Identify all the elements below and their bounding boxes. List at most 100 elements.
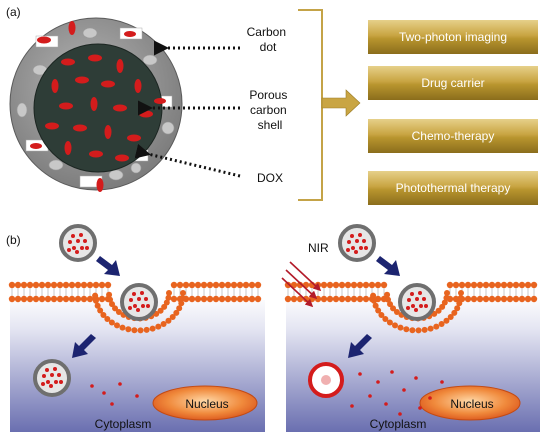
- lipid-head: [104, 315, 111, 322]
- lipid-head: [194, 295, 202, 303]
- lipid-head: [375, 307, 382, 314]
- lipid-head: [20, 295, 28, 303]
- application-bar: [368, 119, 538, 153]
- lipid-head: [338, 281, 346, 289]
- lipid-head: [161, 303, 168, 310]
- dox-dot: [144, 297, 148, 301]
- lipid-head: [326, 295, 334, 303]
- lipid-head: [194, 281, 202, 289]
- lipid-head: [320, 281, 328, 289]
- lipid-head: [56, 281, 64, 289]
- lipid-head: [506, 281, 514, 289]
- dox-dot: [359, 246, 363, 250]
- lipid-head: [457, 295, 464, 302]
- lipid-head: [38, 281, 46, 289]
- nanoparticle-outside-left: [59, 224, 97, 262]
- lipid-head: [451, 309, 458, 316]
- lipid-head: [107, 296, 114, 303]
- lipid-head: [115, 308, 122, 315]
- lipid-head: [218, 281, 226, 289]
- lipid-head: [92, 292, 99, 299]
- dox-dot: [355, 239, 359, 243]
- lipid-head: [494, 281, 502, 289]
- lipid-head: [452, 295, 460, 303]
- lipid-head: [176, 281, 184, 289]
- nir-light-arrows: [281, 261, 322, 308]
- cell-membrane-right: [284, 281, 538, 334]
- lipid-head: [68, 295, 76, 303]
- lipid-head: [180, 290, 186, 296]
- label-carbon-dot-line2: dot: [260, 40, 277, 54]
- lipid-head: [119, 324, 126, 331]
- lipid-head: [165, 317, 172, 324]
- lipid-head: [50, 295, 58, 303]
- applications-list: Two-photon imaging Drug carrier Chemo-th…: [368, 20, 538, 205]
- lipid-head: [290, 295, 298, 303]
- lipid-head: [182, 281, 190, 289]
- application-bar: [368, 171, 538, 205]
- lipid-head: [500, 281, 508, 289]
- lipid-head: [254, 281, 262, 289]
- lipid-head: [173, 309, 180, 316]
- lipid-head: [397, 324, 404, 331]
- lipid-head: [338, 295, 346, 303]
- lipid-head: [74, 281, 82, 289]
- dox-dot: [67, 248, 71, 252]
- application-bar: [368, 20, 538, 54]
- dox-dot: [83, 239, 87, 243]
- lipid-head: [224, 281, 232, 289]
- lipid-head: [236, 281, 244, 289]
- lipid-head: [326, 281, 334, 289]
- lipid-head: [518, 295, 526, 303]
- cell-left: Nucleus Cytoplasm: [8, 224, 265, 432]
- lipid-head: [8, 281, 16, 289]
- cytoplasm-right-label: Cytoplasm: [370, 417, 427, 431]
- lipid-head: [176, 305, 183, 312]
- lipid-head: [206, 281, 214, 289]
- lipid-head: [362, 295, 370, 303]
- lipid-head: [98, 295, 106, 303]
- cell-right: Nucleus Cytoplasm NIR: [281, 224, 540, 432]
- lipid-head: [447, 314, 454, 321]
- lipid-head: [370, 297, 377, 304]
- label-carbon-dot: Carbon dot: [247, 25, 290, 54]
- lipid-head: [62, 295, 70, 303]
- dox-pointer: [134, 143, 241, 178]
- label-carbon-dot-line1: Carbon: [247, 25, 286, 39]
- lipid-head: [332, 295, 340, 303]
- lipid-head: [443, 294, 450, 301]
- application-label: Photothermal therapy: [396, 181, 511, 195]
- lipid-head: [512, 281, 520, 289]
- lipid-head: [290, 281, 298, 289]
- lipid-head: [438, 321, 445, 328]
- lipid-head: [242, 281, 250, 289]
- dox-molecules: [30, 21, 166, 192]
- lipid-head: [137, 327, 144, 334]
- lipid-head: [163, 299, 170, 306]
- lipid-head: [296, 281, 304, 289]
- lipid-head: [409, 327, 416, 334]
- dox-dot: [75, 250, 79, 254]
- lipid-head: [464, 281, 472, 289]
- lipid-head: [427, 325, 434, 332]
- released-dox-right: [350, 370, 444, 416]
- lipid-head: [390, 305, 397, 312]
- lipid-head: [488, 281, 496, 289]
- dox-dot: [68, 240, 72, 244]
- lipid-head: [178, 300, 185, 307]
- dox-dot: [351, 246, 355, 250]
- dox-dot: [53, 367, 57, 371]
- dox-dot: [57, 373, 61, 377]
- lipid-head: [160, 321, 167, 328]
- lipid-head: [170, 281, 178, 289]
- lipid-head: [92, 297, 99, 304]
- label-shell-line1: Porous: [249, 88, 287, 102]
- lipid-head: [38, 295, 46, 303]
- lipid-head: [62, 281, 70, 289]
- lipid-head: [44, 281, 52, 289]
- dox-dot: [136, 308, 140, 312]
- dox-dot: [406, 306, 410, 310]
- lipid-head: [284, 281, 292, 289]
- application-label: Drug carrier: [421, 76, 484, 90]
